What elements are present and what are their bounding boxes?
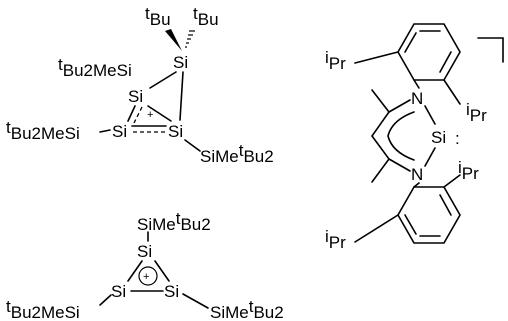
structure-c-bond-n-bottom-c bbox=[388, 158, 411, 172]
structure-b: SiMetBu2 Si Si Si tBu2MeSi SiMetBu2 + bbox=[6, 209, 284, 321]
structure-c-bond-n-top-c bbox=[388, 99, 411, 113]
structure-a-bond-top-mid bbox=[149, 71, 177, 89]
structure-a: tBu tBu Si Si Si Si tBu2MeSi tBu2MeSi Si… bbox=[6, 4, 274, 166]
structure-c-ipr-bottom-left: iPr bbox=[325, 227, 346, 252]
structure-a-si-mid: Si bbox=[128, 87, 143, 106]
bracket-corner bbox=[477, 37, 504, 63]
structure-c-bond-ipr-bottom-left bbox=[354, 214, 399, 243]
structure-c-n-top: N bbox=[411, 89, 423, 108]
structure-b-si-top: Si bbox=[137, 242, 152, 261]
structure-a-right-substituent: SiMetBu2 bbox=[200, 141, 274, 166]
structure-a-wedge-bond bbox=[165, 29, 182, 51]
structure-c-bond-methyl-bottom bbox=[371, 158, 390, 183]
structure-c-bond-c-c-top bbox=[371, 111, 390, 137]
structure-c-n-bottom: N bbox=[411, 165, 423, 184]
structure-b-charge: + bbox=[143, 271, 149, 283]
structure-b-charge-circle bbox=[138, 266, 158, 286]
structure-a-lower-left-substituent: tBu2MeSi bbox=[6, 118, 80, 143]
structure-c-bond-ipr-bottom-right bbox=[443, 174, 461, 188]
structure-a-si-left: Si bbox=[112, 122, 127, 141]
structure-c-bond-c-c-bottom bbox=[371, 135, 390, 160]
structure-b-bond-right-sub bbox=[182, 293, 209, 309]
structure-c-ipr-top-right: iPr bbox=[466, 100, 487, 125]
structure-a-bond-mid-right bbox=[147, 105, 172, 122]
structure-b-right-substituent: SiMetBu2 bbox=[210, 297, 284, 321]
structure-a-tbu-left: tBu bbox=[145, 4, 171, 29]
structure-c-ipr-bottom-right: iPr bbox=[458, 158, 479, 183]
structure-a-tbu-right: tBu bbox=[193, 4, 219, 29]
structure-b-bond-top-left bbox=[127, 260, 143, 282]
structure-c-bottom-aryl-double-2 bbox=[439, 194, 452, 216]
structure-c-bottom-aryl-double-3 bbox=[404, 214, 417, 235]
structure-a-si-right: Si bbox=[168, 122, 183, 141]
structure-a-charge: + bbox=[147, 109, 153, 121]
structure-c-bond-ipr-top-left bbox=[354, 51, 399, 64]
structure-a-upper-left-substituent: tBu2MeSi bbox=[58, 55, 132, 80]
structure-c-ipr-top-left: iPr bbox=[325, 48, 346, 73]
structure-c-bond-n-bottom-aryl bbox=[413, 182, 420, 188]
structure-c-bond-n-bottom-si bbox=[424, 147, 436, 167]
structure-a-dash-mid-left bbox=[133, 106, 143, 124]
structure-b-si-right: Si bbox=[164, 282, 179, 301]
structure-b-top-substituent: SiMetBu2 bbox=[137, 209, 211, 234]
structure-a-bond-top-right bbox=[179, 71, 184, 121]
structure-c-lone-pair: : bbox=[455, 129, 460, 148]
structure-a-si-top: Si bbox=[173, 53, 188, 72]
structure-c-bond-ipr-top-right bbox=[443, 79, 461, 105]
structure-c-bond-n-top-aryl bbox=[413, 79, 420, 89]
structure-c-top-aryl-double-2 bbox=[439, 51, 452, 73]
structure-c: iPr iPr iPr iPr N N Si : bbox=[325, 23, 504, 252]
structure-c-bond-n-top-si bbox=[424, 105, 436, 125]
structure-b-bond-left-sub bbox=[99, 294, 112, 306]
structure-c-si: Si bbox=[431, 128, 446, 147]
structure-a-bond-left-substituent bbox=[99, 129, 111, 133]
structure-b-left-substituent: tBu2MeSi bbox=[6, 297, 80, 321]
structure-a-bond-mid-left bbox=[127, 105, 136, 122]
structure-a-hash-bond bbox=[185, 30, 195, 48]
structure-c-bond-methyl-top bbox=[371, 89, 390, 113]
structure-a-bond-right-substituent bbox=[184, 139, 201, 152]
structure-c-top-aryl-double-3 bbox=[404, 32, 417, 53]
structure-c-delocalization-arc bbox=[387, 111, 415, 161]
structure-b-si-left: Si bbox=[111, 282, 126, 301]
structure-b-bond-top-right bbox=[154, 260, 170, 282]
